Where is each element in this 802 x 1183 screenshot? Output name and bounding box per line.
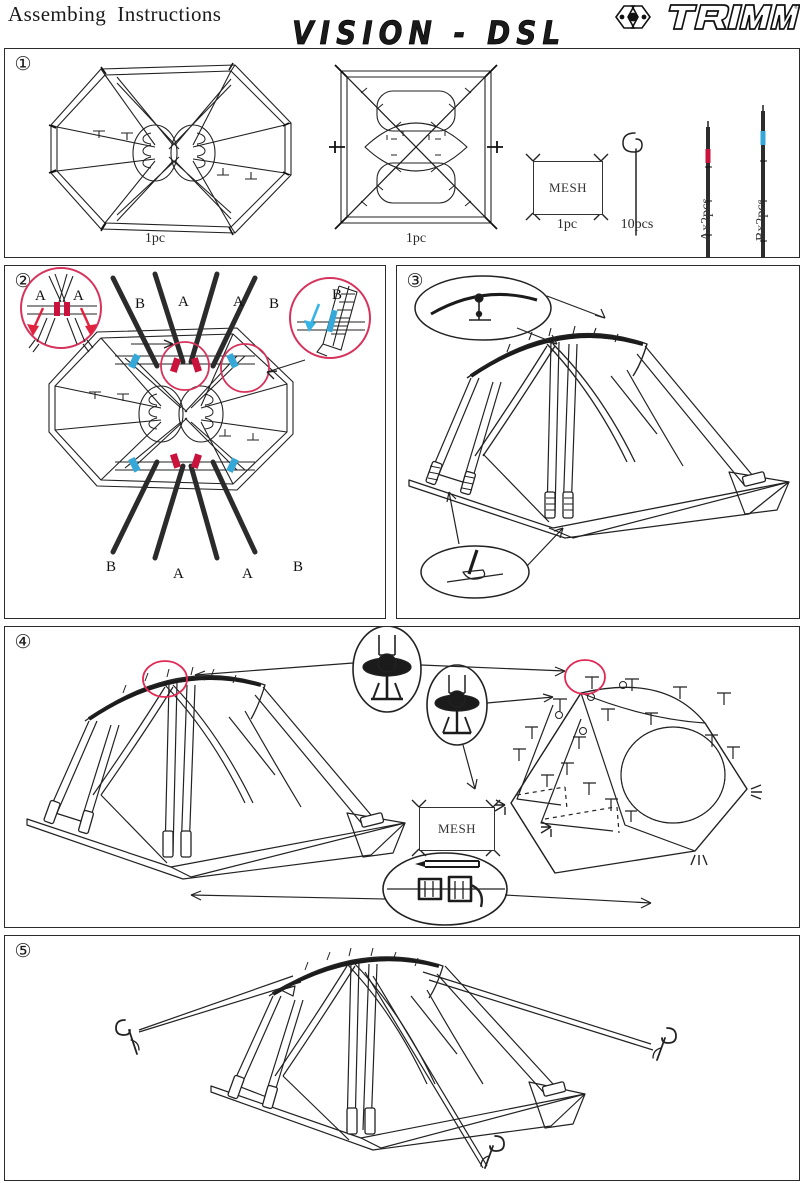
guyline-pegs bbox=[115, 1019, 677, 1169]
caption-pole-b: Bx2pcs bbox=[754, 199, 769, 241]
parts-artwork bbox=[5, 49, 799, 257]
callout-pole-a-detail bbox=[20, 267, 102, 353]
caption-flysheet: 1pc bbox=[405, 231, 427, 246]
guylines bbox=[138, 971, 654, 1169]
mesh-dimension-arrows bbox=[525, 153, 609, 221]
mesh-label: MESH bbox=[548, 180, 588, 195]
pole-label-top-2: A bbox=[178, 294, 189, 310]
callout-ridge-connector bbox=[414, 275, 552, 341]
panel-raise-frame: ③ bbox=[396, 265, 800, 619]
mesh-label-4: MESH bbox=[437, 821, 477, 836]
inner-tent-art bbox=[494, 676, 762, 874]
pole-label-top-1: B bbox=[135, 296, 146, 312]
callout-buckle-leaders bbox=[190, 890, 652, 909]
tent-peg-art bbox=[622, 132, 643, 236]
callout-foot-leader bbox=[446, 491, 564, 567]
mesh-reference-box: MESH bbox=[419, 807, 495, 851]
callout-buckle bbox=[382, 852, 508, 926]
model-name: VISION - DSL bbox=[292, 14, 567, 53]
panel-parts-list: ① bbox=[4, 48, 800, 258]
caption-mesh: 1pc bbox=[556, 217, 578, 232]
pole-a-marker bbox=[705, 149, 711, 163]
pole-segments-top bbox=[110, 271, 258, 369]
tent-body-footprint-art-2 bbox=[48, 327, 294, 491]
pole-label-top-3: A bbox=[233, 294, 244, 310]
panel-attach-inner-tent: ④ bbox=[4, 626, 800, 928]
pole-segments-bottom bbox=[110, 459, 258, 561]
panel-number-1: ① bbox=[14, 54, 32, 75]
guyline-artwork bbox=[5, 936, 799, 1180]
attach-inner-artwork bbox=[5, 627, 799, 927]
panel-number-5: ⑤ bbox=[14, 941, 32, 962]
panel-number-4: ④ bbox=[14, 632, 32, 653]
raise-frame-artwork bbox=[397, 266, 799, 618]
callout-hook-lower bbox=[426, 664, 488, 746]
pole-b-marker bbox=[760, 131, 766, 145]
page-title: Assembing Instructions bbox=[8, 2, 222, 26]
page-header: Assembing Instructions VISION - DSL bbox=[0, 0, 802, 52]
callout-hook-top bbox=[352, 627, 422, 713]
caption-tent-body: 1pc bbox=[144, 231, 166, 246]
callout-label-b: B bbox=[332, 287, 343, 303]
tent-body-footprint-art bbox=[48, 62, 292, 236]
registered-mark: ® bbox=[794, 4, 799, 11]
caption-peg: 10pcs bbox=[620, 217, 654, 232]
pole-label-bottom-4: B bbox=[293, 559, 304, 575]
panel-insert-poles: ② bbox=[4, 265, 386, 619]
panel-number-3: ③ bbox=[406, 271, 424, 292]
highlight-rings bbox=[160, 341, 270, 393]
trimm-logo: ® bbox=[604, 0, 800, 34]
pole-label-bottom-3: A bbox=[242, 566, 253, 582]
callout-pole-foot bbox=[420, 545, 530, 599]
insert-poles-artwork bbox=[5, 266, 385, 618]
frame-assembly-art bbox=[26, 666, 406, 880]
pole-label-bottom-2: A bbox=[173, 566, 184, 582]
callout-leaders-4 bbox=[194, 662, 566, 790]
callout-pole-b-detail bbox=[289, 277, 371, 359]
inner-tent-clips bbox=[513, 676, 740, 822]
callout-leaders bbox=[131, 339, 306, 380]
callout-ridge-leader bbox=[516, 295, 606, 345]
pole-label-bottom-1: B bbox=[106, 559, 117, 575]
callout-label-a-left: A bbox=[35, 288, 46, 304]
pole-label-top-4: B bbox=[269, 296, 280, 312]
caption-pole-a: Ax2pcs bbox=[699, 198, 714, 241]
mesh-part-box: MESH bbox=[533, 161, 603, 215]
pole-markers bbox=[128, 352, 239, 474]
flysheet-top-view-art bbox=[329, 64, 503, 230]
callout-label-a-right: A bbox=[73, 288, 84, 304]
panel-stake-guylines: ⑤ bbox=[4, 935, 800, 1181]
